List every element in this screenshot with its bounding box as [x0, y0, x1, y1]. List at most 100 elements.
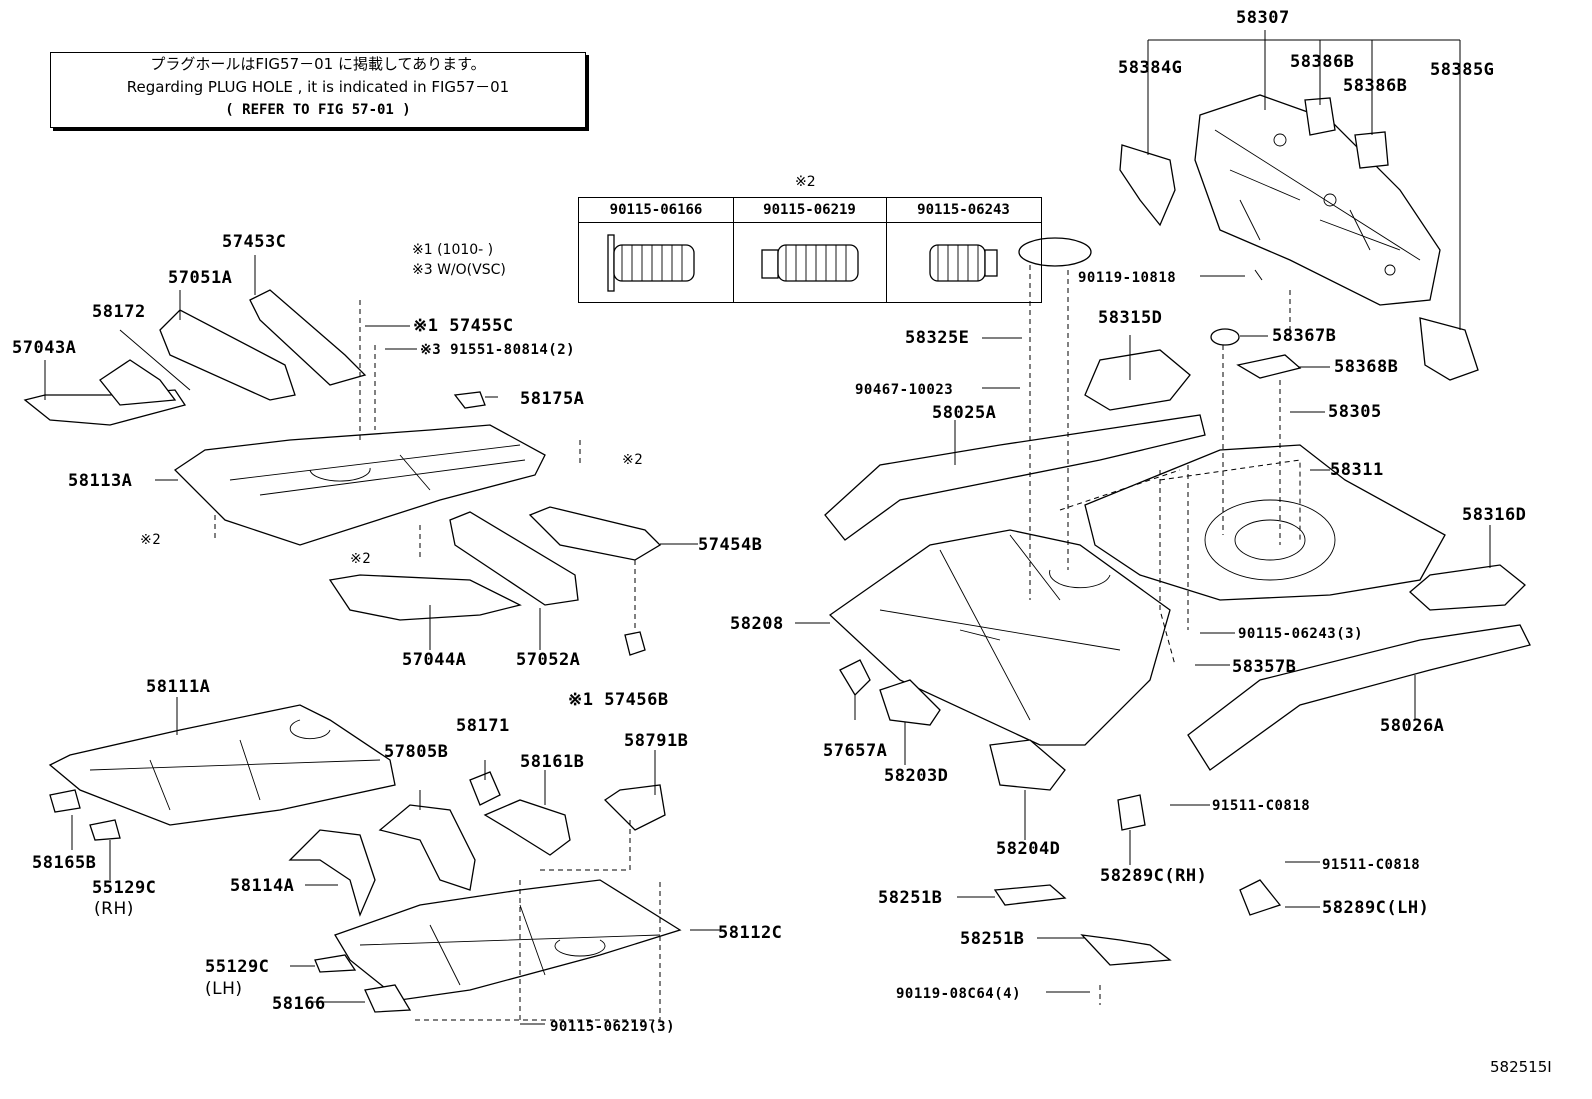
- part-label-58311[interactable]: 58311: [1330, 460, 1384, 480]
- cap-58325E-drawing: [1018, 237, 1092, 267]
- figure-id: 582515I: [1490, 1058, 1552, 1076]
- part-label-58368B[interactable]: 58368B: [1334, 357, 1399, 377]
- part-label-90119-08C64-4[interactable]: 90119-08C64(4): [896, 986, 1022, 1002]
- part-label-58171[interactable]: 58171: [456, 716, 510, 736]
- bolt-table-divider-1: [733, 198, 734, 302]
- part-label-58208[interactable]: 58208: [730, 614, 784, 634]
- part-label-91551-80814[interactable]: ※3 91551-80814(2): [420, 342, 576, 358]
- legend-line-2: ※3 W/O(VSC): [412, 262, 506, 278]
- plug-58367B-drawing: [1210, 328, 1240, 346]
- part-label-58203D[interactable]: 58203D: [884, 766, 949, 786]
- part-label-58111A[interactable]: 58111A: [146, 677, 211, 697]
- bracket-58203D-drawing: [879, 679, 941, 726]
- bracket-58171-drawing: [469, 771, 501, 806]
- part-label-58166[interactable]: 58166: [272, 994, 326, 1014]
- bracket-58316D-drawing: [1409, 564, 1526, 611]
- part-label-57454B[interactable]: 57454B: [698, 535, 763, 555]
- part-label-55129C-RH-side: (RH): [94, 899, 134, 919]
- member-57454B-drawing: [528, 506, 662, 561]
- part-label-x2-a[interactable]: ※2: [140, 532, 162, 548]
- part-label-57455C[interactable]: ※1 57455C: [413, 316, 514, 336]
- part-label-58315D[interactable]: 58315D: [1098, 308, 1163, 328]
- part-label-57051A[interactable]: 57051A: [168, 268, 233, 288]
- note-japanese: プラグホールはFIG57－01 に掲載してあります。: [150, 55, 486, 73]
- part-label-91511-C0818-b[interactable]: 91511-C0818: [1322, 857, 1421, 873]
- bolt-table-marker: ※2: [795, 174, 816, 190]
- pad-58251B-a-drawing: [993, 884, 1067, 906]
- part-label-58305[interactable]: 58305: [1328, 402, 1382, 422]
- bracket-58315D-drawing: [1084, 349, 1191, 411]
- part-label-58384G[interactable]: 58384G: [1118, 58, 1183, 78]
- part-label-58251B-a[interactable]: 58251B: [878, 888, 943, 908]
- part-label-58791B[interactable]: 58791B: [624, 731, 689, 751]
- part-label-58357B[interactable]: 58357B: [1232, 657, 1297, 677]
- part-label-55129C-LH[interactable]: 55129C: [205, 957, 270, 977]
- part-label-90467-10023[interactable]: 90467-10023: [855, 382, 954, 398]
- bracket-58791B-drawing: [603, 784, 666, 831]
- part-label-58386B-a[interactable]: 58386B: [1290, 52, 1355, 72]
- clip-57456B-drawing: [624, 631, 646, 656]
- bracket-58204D-drawing: [989, 739, 1066, 791]
- bracket-58386B-b-drawing: [1354, 131, 1389, 169]
- part-label-58114A[interactable]: 58114A: [230, 876, 295, 896]
- part-label-58165B[interactable]: 58165B: [32, 853, 97, 873]
- bolt-90115-06219-drawing: [761, 244, 859, 282]
- part-label-58316D[interactable]: 58316D: [1462, 505, 1527, 525]
- part-label-55129C-RH[interactable]: 55129C: [92, 878, 157, 898]
- part-label-57657A[interactable]: 57657A: [823, 741, 888, 761]
- part-label-58172[interactable]: 58172: [92, 302, 146, 322]
- part-label-57052A[interactable]: 57052A: [516, 650, 581, 670]
- part-label-58112C[interactable]: 58112C: [718, 923, 783, 943]
- part-label-58367B[interactable]: 58367B: [1272, 326, 1337, 346]
- part-label-58307[interactable]: 58307: [1236, 8, 1290, 28]
- bolt-table-col-3: 90115-06243: [917, 202, 1010, 218]
- part-label-58325E[interactable]: 58325E: [905, 328, 970, 348]
- note-english: Regarding PLUG HOLE , it is indicated in…: [126, 78, 510, 96]
- part-label-x2-c[interactable]: ※2: [622, 452, 644, 468]
- reinforcement-57044A-drawing: [328, 574, 522, 621]
- pad-55129C-LH-drawing: [314, 954, 357, 973]
- part-label-58113A[interactable]: 58113A: [68, 471, 133, 491]
- part-label-x2-b[interactable]: ※2: [350, 551, 372, 567]
- rear-floor-pan-58311-drawing: [1084, 444, 1446, 601]
- part-label-57453C[interactable]: 57453C: [222, 232, 287, 252]
- plug-hole-note: プラグホールはFIG57－01 に掲載してあります。 Regarding PLU…: [50, 52, 586, 128]
- part-label-58386B-b[interactable]: 58386B: [1343, 76, 1408, 96]
- bolt-table-col-2: 90115-06219: [763, 202, 856, 218]
- bracket-58386B-a-drawing: [1304, 97, 1336, 136]
- part-label-58289C-RH[interactable]: 58289C(RH): [1100, 866, 1208, 886]
- part-label-58289C-LH[interactable]: 58289C(LH): [1322, 898, 1430, 918]
- plate-58368B-drawing: [1236, 354, 1302, 379]
- part-label-90115-06219-3[interactable]: 90115-06219(3): [550, 1019, 676, 1035]
- part-label-57044A[interactable]: 57044A: [402, 650, 467, 670]
- rail-58025A-drawing: [824, 414, 1206, 541]
- part-label-90115-06243-3[interactable]: 90115-06243(3): [1238, 626, 1364, 642]
- part-label-57456B[interactable]: ※1 57456B: [568, 690, 669, 710]
- bolt-table: 90115-06166 90115-06219 90115-06243: [578, 197, 1042, 303]
- bolt-90115-06166-drawing: [607, 234, 695, 292]
- part-label-58026A[interactable]: 58026A: [1380, 716, 1445, 736]
- legend-line-1: ※1 (1010- ): [412, 242, 494, 258]
- bracket-58289C-LH-drawing: [1239, 879, 1282, 916]
- rail-58026A-drawing: [1187, 624, 1531, 771]
- bolt-table-col-1: 90115-06166: [609, 202, 703, 218]
- part-label-58385G[interactable]: 58385G: [1430, 60, 1495, 80]
- plug-58175A-drawing: [453, 391, 486, 409]
- part-label-58175A[interactable]: 58175A: [520, 389, 585, 409]
- part-label-58161B[interactable]: 58161B: [520, 752, 585, 772]
- bracket-58289C-RH-drawing: [1117, 794, 1146, 831]
- part-label-57043A[interactable]: 57043A: [12, 338, 77, 358]
- part-label-58025A[interactable]: 58025A: [932, 403, 997, 423]
- part-label-90119-10818[interactable]: 90119-10818: [1078, 270, 1177, 286]
- member-57052A-drawing: [449, 511, 579, 606]
- part-label-91511-C0818-a[interactable]: 91511-C0818: [1212, 798, 1311, 814]
- part-label-58204D[interactable]: 58204D: [996, 839, 1061, 859]
- bolt-table-header-rule: [579, 198, 1041, 223]
- part-label-58251B-b[interactable]: 58251B: [960, 929, 1025, 949]
- dashed-reference-lines: [214, 265, 1301, 1021]
- bracket-58172-drawing: [99, 359, 177, 406]
- member-57805B-drawing: [378, 804, 476, 891]
- part-label-57805B[interactable]: 57805B: [384, 742, 449, 762]
